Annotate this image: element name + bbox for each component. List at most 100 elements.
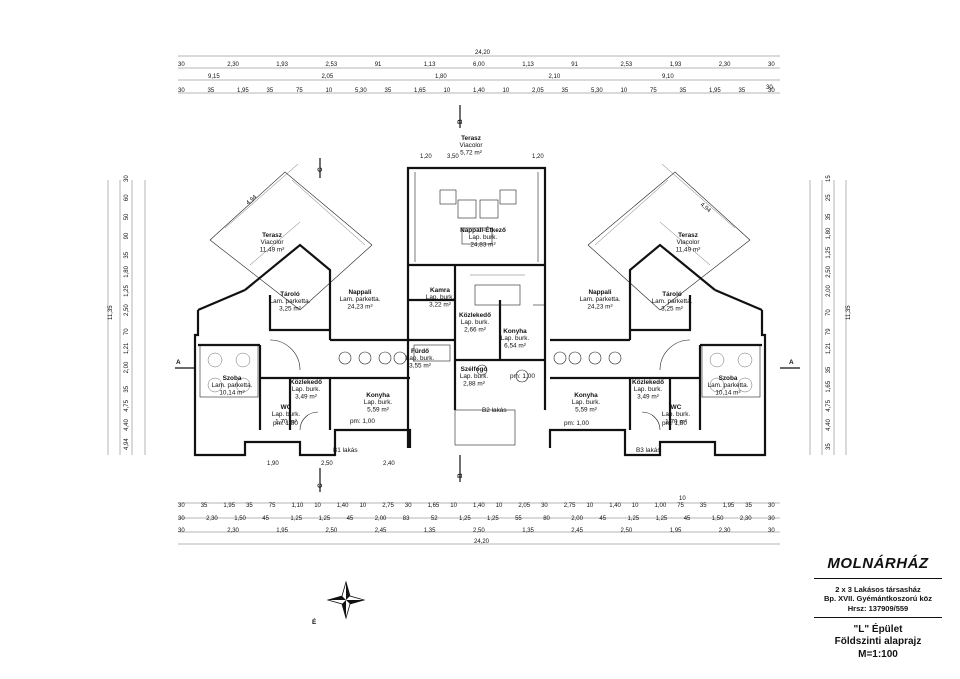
dim-left-col: 4,75 [124,399,130,411]
dim-left-col: 35 [124,385,130,392]
room-name: Szélfogó [461,366,488,373]
section-b-bottom: B [457,473,464,478]
room-finish: Lap. burk. [662,411,691,418]
right-wing-terrace: 4,94 [587,163,751,311]
dim-bottom-row1: 75 [677,503,684,509]
section-markers: B B C C A A [175,105,800,492]
dim-top-row2: 91 [375,62,382,68]
room-area: 24,23 m² [347,303,372,310]
room-name: Nappali [588,289,611,296]
room-name: Kamra [430,287,450,294]
room-area: 5,59 m² [367,406,389,413]
room-finish: Lam. parketta. [212,382,253,389]
label-pm-left: pm: 1,00 [350,418,375,425]
room-area: 3,25 m² [661,305,683,312]
dim-left-col: 60 [124,194,130,201]
dim-top-row4: 5,30 [591,88,603,94]
section-c-top: C [317,167,324,172]
dim-bottom-total: 24,20 [474,539,490,545]
room-finish: Viacolor [677,239,701,246]
dim-left-col: 4,40 [124,419,130,431]
label-b1-lakas: B1 lakás [333,447,358,454]
room-finish: Lam. parketta. [340,296,381,303]
room-finish: Lap. burk. [572,399,601,406]
dim-top-row4: 1,65 [414,88,426,94]
dim-bottom-row1: 30 [541,503,548,509]
room-finish: Lap. burk. [469,234,498,241]
dim-top-row4: 35 [562,88,569,94]
dim-bottom-row3: 2,50 [621,528,633,534]
room-finish: Lap. burk. [292,386,321,393]
room-name: Terasz [461,135,481,142]
project-name: MOLNÁRHÁZ [827,555,929,572]
dim-right-col: 1,65 [826,380,832,392]
dim-bottom-row1: 2,05 [518,503,530,509]
dim-under-2: 2,50 [321,461,333,467]
dim-bottom-row3: 2,50 [326,528,338,534]
dim-right-col: 2,50 [826,265,832,277]
dim-bottom-row3: 1,95 [276,528,288,534]
room-finish: Lam. parketta. [580,296,621,303]
dim-bottom-row2: 1,25 [656,516,668,522]
dim-bottom-row1: 1,95 [723,503,735,509]
room-area: 1,70 m² [275,418,297,425]
dim-bottom-row1: 1,65 [428,503,440,509]
dim-bottom-row1: 10 [450,503,457,509]
room-name: Konyha [574,392,598,399]
label-b3-lakas: B3 lakás [636,447,661,454]
dim-bottom-row2: 2,30 [740,516,752,522]
dim-bottom-row1: 2,75 [564,503,576,509]
dim-left-col: 2,00 [124,361,130,373]
dim-top-row3: 2,10 [549,74,561,80]
dim-right-col: 35 [826,443,832,450]
left-dimension-chain: 11,35 4,944,404,75352,001,21702,501,251,… [107,175,146,455]
dim-left-total: 11,35 [108,305,114,320]
dim-right-col: 70 [826,309,832,316]
dim-left-col: 2,50 [124,304,130,316]
dim-right-col: 35 [826,213,832,220]
room-finish: Lap. burk. [634,386,663,393]
section-c-bottom: C [317,483,324,488]
room-name: Nappali [348,289,371,296]
dim-top-row2: 91 [571,62,578,68]
dim-top-row4: 35 [267,88,274,94]
room-finish: Lam. parketta. [270,298,311,305]
dim-top-row4: 75 [296,88,303,94]
label-pm-right: pm: 1,00 [564,420,589,427]
dim-top-row4: 30 [178,88,185,94]
dim-bottom-row1: 35 [700,503,707,509]
dim-top-row2: 2,53 [326,62,338,68]
sheet-scale: M=1:100 [858,648,898,660]
dim-top-row3: 1,80 [435,74,447,80]
dim-bottom-row3: 30 [768,528,775,534]
dim-bottom-row3: 1,95 [670,528,682,534]
dim-top-row2: 30 [768,62,775,68]
dim-top-row2: 2,30 [227,62,239,68]
dim-right-col: 1,80 [826,227,832,239]
right-dimension-chain: 11,35 354,404,751,65351,2179702,002,501,… [809,175,852,455]
dim-top-row4: 35 [208,88,215,94]
sheet-building: "L" Épület [853,623,903,635]
dim-top-row4: 35 [385,88,392,94]
dim-bottom-row2: 1,50 [234,516,246,522]
room-area: 10,14 m² [715,389,740,396]
label-pm-center: pm: 1,00 [510,373,535,380]
room-area: 2,66 m² [464,326,486,333]
room-area: 10,14 m² [219,389,244,396]
dim-top-row2: 1,93 [276,62,288,68]
dim-bottom-row2: 1,25 [319,516,331,522]
dim-top-row2: 1,13 [424,62,436,68]
dim-top-row2: 30 [178,62,185,68]
dim-right-col: 1,25 [826,246,832,258]
dim-bottom-row2: 2,30 [206,516,218,522]
room-area: 5,72 m² [460,149,482,156]
dim-top-row4: 35 [680,88,687,94]
room-area: 3,49 m² [295,393,317,400]
room-name: Szoba [719,375,738,382]
dim-bottom-row2: 1,25 [290,516,302,522]
dim-bottom-row1: 30 [405,503,412,509]
room-finish: Lap. burk. [272,411,301,418]
